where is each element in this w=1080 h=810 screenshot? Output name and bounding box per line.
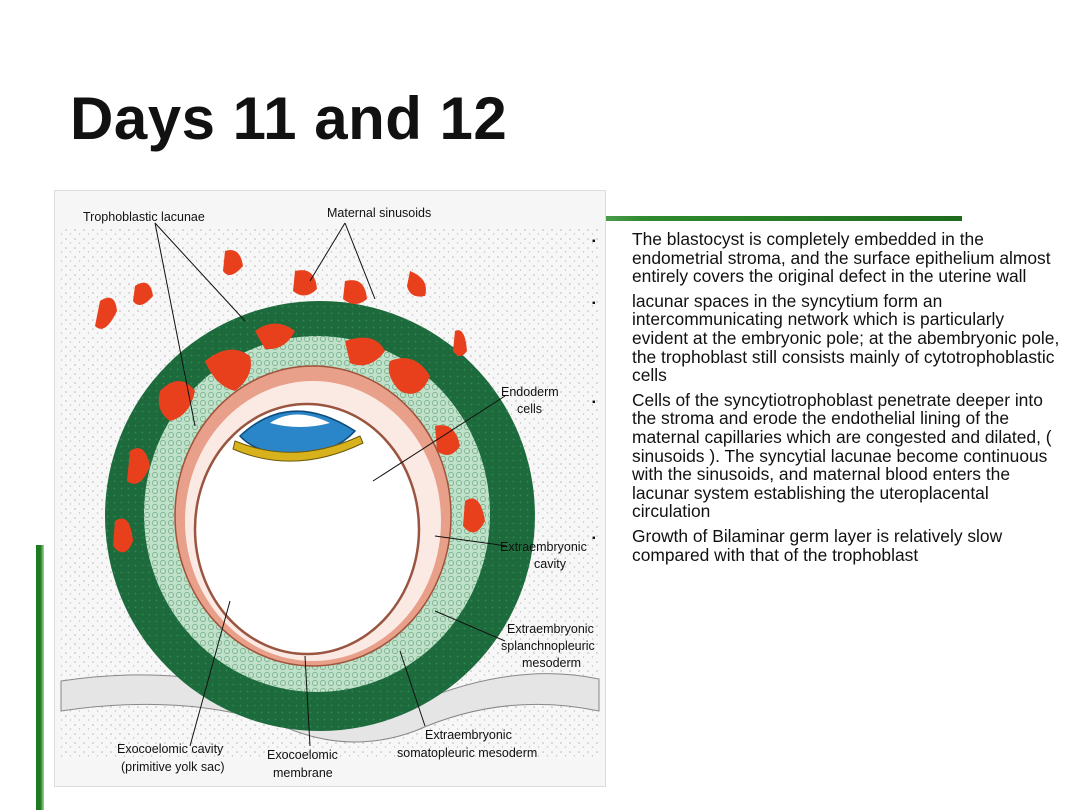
label-exocoelomic-membrane-1: Exocoelomic	[267, 748, 338, 762]
embryo-diagram: Trophoblastic lacunae Maternal sinusoids…	[60, 206, 600, 780]
amniotic-cavity	[270, 414, 330, 427]
label-splanchnopleuric-1: Extraembryonic	[507, 622, 594, 636]
bullet-item: ▪ The blastocyst is completely embedded …	[592, 230, 1062, 286]
bullet-text: lacunar spaces in the syncytium form an …	[632, 290, 1060, 386]
label-endoderm-2: cells	[517, 402, 542, 416]
bullet-marker: ▪	[592, 297, 596, 309]
label-exocoelomic-cavity-2: (primitive yolk sac)	[121, 760, 225, 774]
label-endoderm-1: Endoderm	[501, 385, 559, 399]
label-trophoblastic-lacunae: Trophoblastic lacunae	[83, 210, 205, 224]
bullet-marker: ▪	[592, 532, 596, 544]
label-extraembryonic-cavity-2: cavity	[534, 557, 567, 571]
label-splanchnopleuric-3: mesoderm	[522, 656, 581, 670]
accent-bar	[36, 545, 44, 810]
label-splanchnopleuric-2: splanchnopleuric	[501, 639, 595, 653]
bullet-item: ▪ Cells of the syncytiotrophoblast penet…	[592, 389, 1062, 522]
leader-lines	[154, 222, 508, 747]
trophoblastic-lacunae	[113, 323, 485, 553]
bullet-item: ▪ lacunar spaces in the syncytium form a…	[592, 290, 1062, 386]
label-exocoelomic-cavity-1: Exocoelomic cavity	[117, 742, 224, 756]
bullet-item: ▪ Growth of Bilaminar germ layer is rela…	[592, 527, 1062, 564]
bullet-list: ▪ The blastocyst is completely embedded …	[592, 230, 1062, 570]
slide-title: Days 11 and 12	[70, 85, 508, 152]
accent-line	[432, 216, 962, 221]
hypoblast	[232, 435, 364, 462]
label-maternal-sinusoids: Maternal sinusoids	[327, 206, 431, 220]
label-extraembryonic-cavity-1: Extraembryonic	[500, 540, 587, 554]
bullet-text: Growth of Bilaminar germ layer is relati…	[632, 525, 1003, 565]
label-exocoelomic-membrane-2: membrane	[273, 766, 333, 780]
bullet-text: The blastocyst is completely embedded in…	[632, 229, 1051, 287]
embryo-figure: Trophoblastic lacunae Maternal sinusoids…	[54, 190, 606, 787]
bullet-text: Cells of the syncytiotrophoblast penetra…	[632, 389, 1052, 522]
maternal-sinusoids	[95, 250, 467, 356]
label-somatopleuric-2: somatopleuric mesoderm	[397, 746, 537, 760]
exocoelomic-cavity	[193, 402, 421, 656]
bullet-marker: ▪	[592, 396, 596, 408]
label-somatopleuric-1: Extraembryonic	[425, 728, 512, 742]
bullet-marker: ▪	[592, 236, 596, 247]
